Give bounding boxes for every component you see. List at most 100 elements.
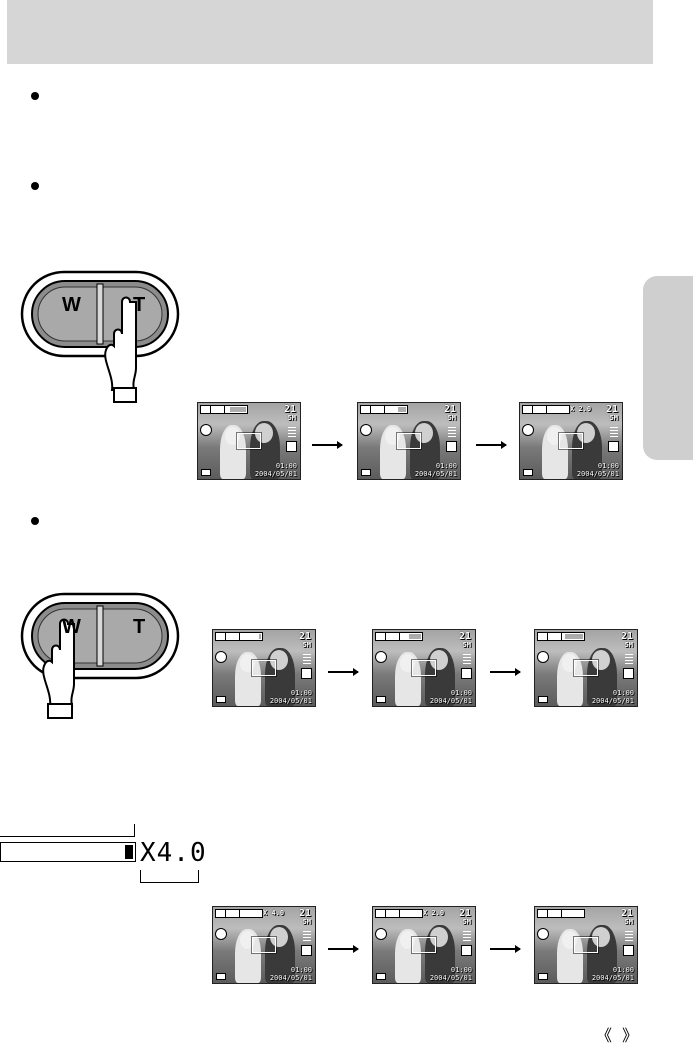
battery-icon bbox=[538, 696, 548, 703]
af-frame bbox=[252, 937, 276, 953]
date-display: 2004/05/01 bbox=[429, 974, 472, 982]
zoom-bar bbox=[385, 406, 407, 413]
quality-icon bbox=[448, 427, 456, 439]
af-frame bbox=[574, 937, 598, 953]
scene-mode-icon bbox=[216, 929, 226, 939]
scene-mode-icon bbox=[361, 425, 371, 435]
white-balance-icon bbox=[301, 668, 312, 679]
quality-icon bbox=[303, 931, 311, 943]
digital-zoom-value: X4.0 bbox=[140, 838, 207, 868]
shots-remaining: 21 bbox=[458, 631, 471, 642]
camera-lcd-screen: X 4.0 21 5M 01:00 2004/05/01 bbox=[212, 906, 316, 984]
camera-lcd-screen: 21 5M 01:00 2004/05/01 bbox=[197, 402, 301, 480]
header-band bbox=[7, 0, 653, 64]
white-balance-icon bbox=[446, 441, 457, 452]
scene-mode-icon bbox=[523, 425, 533, 435]
shots-remaining: 21 bbox=[605, 404, 618, 415]
flash-icon bbox=[547, 909, 562, 918]
zoom-bar-fill bbox=[241, 911, 261, 916]
af-frame bbox=[559, 433, 583, 449]
image-size: 5M bbox=[447, 414, 456, 422]
subject-face bbox=[577, 423, 595, 443]
date-display: 2004/05/01 bbox=[254, 470, 297, 478]
quality-icon bbox=[625, 654, 633, 666]
battery-icon bbox=[538, 973, 548, 980]
flash-icon bbox=[370, 405, 385, 414]
subject-face bbox=[547, 427, 562, 445]
white-balance-icon bbox=[623, 668, 634, 679]
image-size: 5M bbox=[287, 414, 296, 422]
zoom-bar-fill bbox=[563, 911, 583, 916]
date-display: 2004/05/01 bbox=[414, 470, 457, 478]
flash-icon bbox=[532, 405, 547, 414]
image-size: 5M bbox=[462, 918, 471, 926]
subject-face bbox=[240, 654, 255, 672]
shots-remaining: 21 bbox=[458, 908, 471, 919]
subject-face bbox=[592, 650, 610, 670]
zoom-bar bbox=[225, 406, 247, 413]
scene-mode-icon bbox=[376, 929, 386, 939]
zoom-bar bbox=[562, 633, 584, 640]
zoom-bar-fill bbox=[401, 911, 421, 916]
arrow-icon bbox=[312, 441, 343, 449]
arrow-icon bbox=[328, 945, 359, 953]
wide-button-label: W bbox=[62, 616, 81, 638]
shots-remaining: 21 bbox=[298, 908, 311, 919]
subject-face bbox=[592, 927, 610, 947]
image-size: 5M bbox=[302, 641, 311, 649]
flash-icon bbox=[225, 909, 240, 918]
zoom-bar bbox=[240, 633, 262, 640]
zoom-value: X 4.0 bbox=[263, 909, 285, 917]
zoom-bar-fill bbox=[226, 407, 230, 412]
time-display: 01:00 bbox=[290, 966, 312, 974]
zoom-wide-illustration: W T bbox=[18, 590, 180, 719]
bullet bbox=[31, 182, 39, 190]
zoom-tele-illustration: W T bbox=[18, 268, 180, 403]
tele-button-label: T bbox=[133, 294, 146, 316]
camera-lcd-screen: X 2.0 21 5M 01:00 2004/05/01 bbox=[519, 402, 623, 480]
zoom-bar bbox=[400, 633, 422, 640]
prev-page-icon[interactable]: 《 bbox=[596, 1026, 613, 1045]
shots-remaining: 21 bbox=[283, 404, 296, 415]
quality-icon bbox=[303, 654, 311, 666]
scene-mode-icon bbox=[376, 652, 386, 662]
zoom-bar bbox=[400, 910, 422, 917]
camera-lcd-screen: 21 5M 01:00 2004/05/01 bbox=[534, 906, 638, 984]
quality-icon bbox=[463, 654, 471, 666]
time-display: 01:00 bbox=[612, 689, 634, 697]
date-display: 2004/05/01 bbox=[269, 974, 312, 982]
af-frame bbox=[237, 433, 261, 449]
scene-mode-icon bbox=[538, 929, 548, 939]
optical-zoom-bracket bbox=[0, 824, 135, 837]
zoom-bar-fill bbox=[401, 634, 409, 639]
arrow-icon bbox=[490, 945, 521, 953]
zoom-bar-fill bbox=[386, 407, 398, 412]
date-display: 2004/05/01 bbox=[429, 697, 472, 705]
subject-face bbox=[240, 931, 255, 949]
camera-lcd-screen: 21 5M 01:00 2004/05/01 bbox=[212, 629, 316, 707]
zoom-bar bbox=[562, 910, 584, 917]
white-balance-icon bbox=[461, 945, 472, 956]
time-display: 01:00 bbox=[290, 689, 312, 697]
image-size: 5M bbox=[624, 918, 633, 926]
time-display: 01:00 bbox=[450, 966, 472, 974]
zoom-bar bbox=[547, 406, 569, 413]
subject-face bbox=[562, 931, 577, 949]
image-size: 5M bbox=[302, 918, 311, 926]
section-tab bbox=[643, 276, 693, 460]
camera-lcd-screen: 21 5M 01:00 2004/05/01 bbox=[534, 629, 638, 707]
camera-lcd-screen: 21 5M 01:00 2004/05/01 bbox=[357, 402, 461, 480]
quality-icon bbox=[288, 427, 296, 439]
zoom-indicator-fill bbox=[125, 845, 133, 859]
next-page-icon[interactable]: 》 bbox=[622, 1026, 639, 1045]
quality-icon bbox=[610, 427, 618, 439]
time-display: 01:00 bbox=[450, 689, 472, 697]
battery-icon bbox=[216, 973, 226, 980]
shots-remaining: 21 bbox=[443, 404, 456, 415]
subject-face bbox=[400, 654, 415, 672]
subject-face bbox=[430, 927, 448, 947]
shots-remaining: 21 bbox=[620, 631, 633, 642]
zoom-bar bbox=[240, 910, 262, 917]
shots-remaining: 21 bbox=[298, 631, 311, 642]
white-balance-icon bbox=[623, 945, 634, 956]
